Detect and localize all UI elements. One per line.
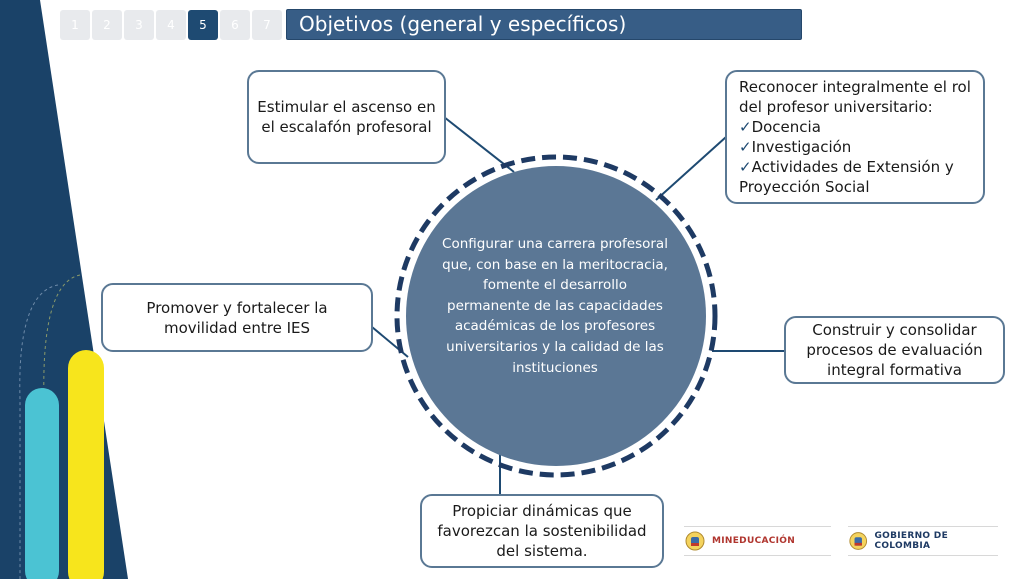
left-decorative-band xyxy=(0,0,128,579)
list-item-label: Investigación xyxy=(751,138,852,156)
logo-gobierno: GOBIERNO DE COLOMBIA xyxy=(848,526,998,556)
center-objective: Configurar una carrera profesoral que, c… xyxy=(442,236,668,376)
objective-evaluacion-text: Construir y consolidar procesos de evalu… xyxy=(806,321,983,379)
list-item: ✓Actividades de Extensión y Proyección S… xyxy=(739,157,971,197)
check-icon: ✓ xyxy=(739,158,752,176)
page-title: Objetivos (general y específicos) xyxy=(286,9,802,40)
check-icon: ✓ xyxy=(739,118,752,136)
center-circle xyxy=(406,166,706,466)
logo-mineducacion: MINEDUCACIÓN xyxy=(684,526,831,556)
nav-tab-3[interactable]: 3 xyxy=(124,10,154,40)
objective-rol-intro: Reconocer integralmente el rol del profe… xyxy=(739,78,971,116)
objective-ascenso-text: Estimular el ascenso en el escalafón pro… xyxy=(257,98,436,136)
objective-movilidad: Promover y fortalecer la movilidad entre… xyxy=(101,283,373,352)
nav-tab-7[interactable]: 7 xyxy=(252,10,282,40)
list-item-label: Actividades de Extensión y Proyección So… xyxy=(739,158,954,196)
objective-movilidad-text: Promover y fortalecer la movilidad entre… xyxy=(146,298,328,337)
nav-tab-1[interactable]: 1 xyxy=(60,10,90,40)
gobierno-label: GOBIERNO DE COLOMBIA xyxy=(874,531,949,551)
connector-rol xyxy=(655,136,727,201)
list-item: ✓Investigación xyxy=(739,137,971,157)
connector-ascenso xyxy=(443,116,515,173)
nav-tab-5[interactable]: 5 xyxy=(188,10,218,40)
objective-sostenibilidad: Propiciar dinámicas que favorezcan la so… xyxy=(420,494,664,568)
coat-of-arms-icon xyxy=(685,531,705,551)
objective-ascenso: Estimular el ascenso en el escalafón pro… xyxy=(247,70,446,164)
dashed-ring xyxy=(394,154,718,478)
coat-of-arms-icon xyxy=(849,532,868,550)
objective-evaluacion: Construir y consolidar procesos de evalu… xyxy=(784,316,1005,384)
list-item: ✓Docencia xyxy=(739,117,971,137)
objective-sostenibilidad-text: Propiciar dinámicas que favorezcan la so… xyxy=(437,502,647,560)
objective-rol: Reconocer integralmente el rol del profe… xyxy=(725,70,985,204)
nav-tab-2[interactable]: 2 xyxy=(92,10,122,40)
list-item-label: Docencia xyxy=(751,118,821,136)
check-icon: ✓ xyxy=(739,138,752,156)
mineducacion-label: MINEDUCACIÓN xyxy=(712,536,796,546)
nav-tab-6[interactable]: 6 xyxy=(220,10,250,40)
nav-tab-4[interactable]: 4 xyxy=(156,10,186,40)
